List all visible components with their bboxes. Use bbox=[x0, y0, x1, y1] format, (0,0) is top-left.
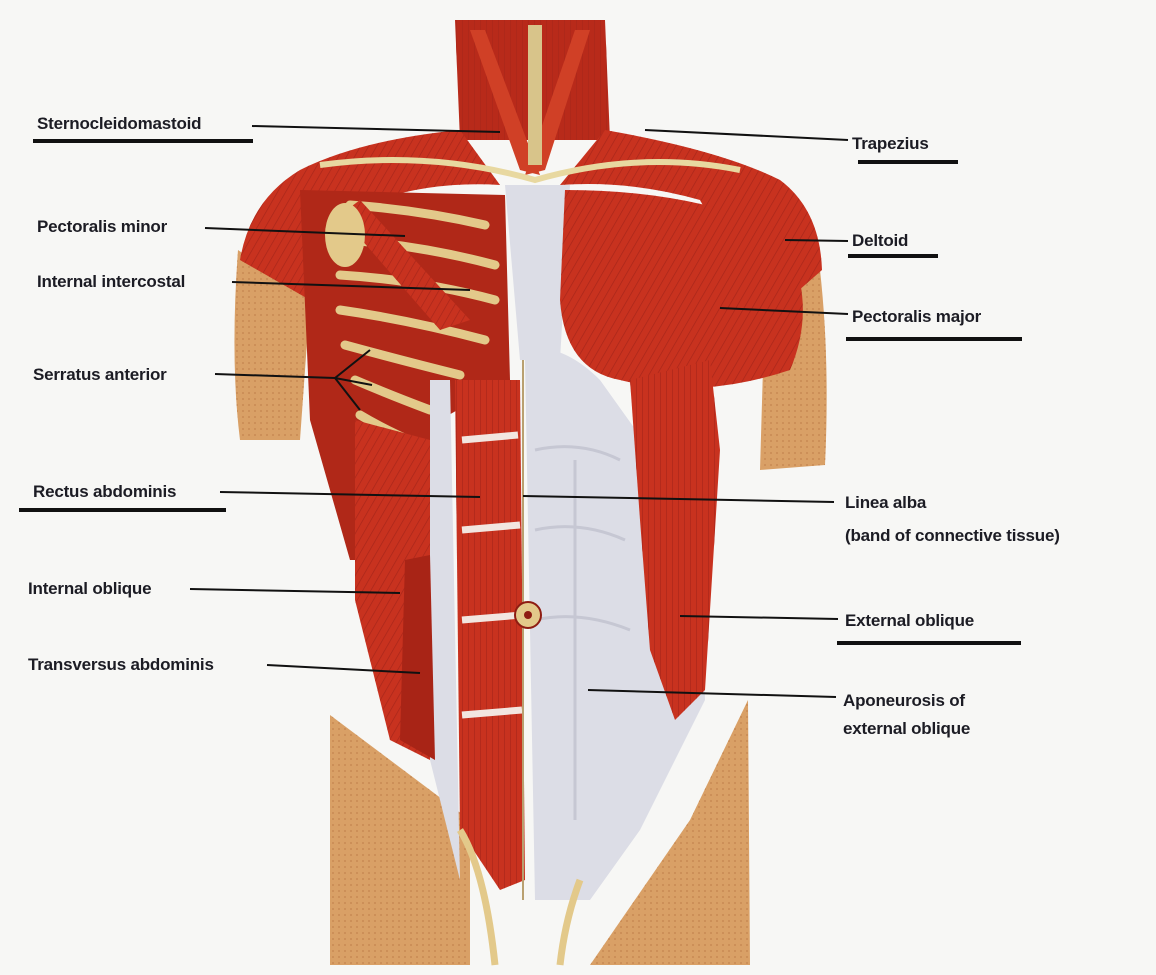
label-linea-alba: Linea alba bbox=[845, 492, 926, 513]
label-pectoralis-minor: Pectoralis minor bbox=[37, 216, 167, 237]
underline-pectoralis-major bbox=[846, 337, 1022, 341]
label-linea-alba-sub: (band of connective tissue) bbox=[845, 525, 1060, 546]
underline-sternocleidomastoid bbox=[33, 139, 253, 143]
underline-trapezius bbox=[858, 160, 958, 164]
underline-deltoid bbox=[848, 254, 938, 258]
label-internal-oblique: Internal oblique bbox=[28, 578, 151, 599]
label-internal-intercostal: Internal intercostal bbox=[37, 271, 185, 292]
label-serratus-anterior: Serratus anterior bbox=[33, 364, 167, 385]
label-aponeurosis-sub: external oblique bbox=[843, 718, 970, 739]
label-deltoid: Deltoid bbox=[852, 230, 908, 251]
leader-trapezius bbox=[645, 130, 848, 140]
label-aponeurosis: Aponeurosis of bbox=[843, 690, 965, 711]
underline-rectus-abdominis bbox=[19, 508, 226, 512]
label-sternocleidomastoid: Sternocleidomastoid bbox=[37, 113, 201, 134]
label-external-oblique: External oblique bbox=[845, 610, 974, 631]
neck bbox=[455, 20, 610, 175]
internal-oblique-shape bbox=[355, 420, 435, 760]
label-transversus-abdominis: Transversus abdominis bbox=[28, 654, 214, 675]
navel bbox=[515, 602, 541, 628]
rectus-abdominis-shape bbox=[455, 380, 525, 890]
underline-external-oblique bbox=[837, 641, 1021, 645]
leader-deltoid bbox=[785, 240, 848, 241]
label-trapezius: Trapezius bbox=[852, 133, 929, 154]
label-rectus-abdominis: Rectus abdominis bbox=[33, 481, 176, 502]
label-pectoralis-major: Pectoralis major bbox=[852, 306, 981, 327]
